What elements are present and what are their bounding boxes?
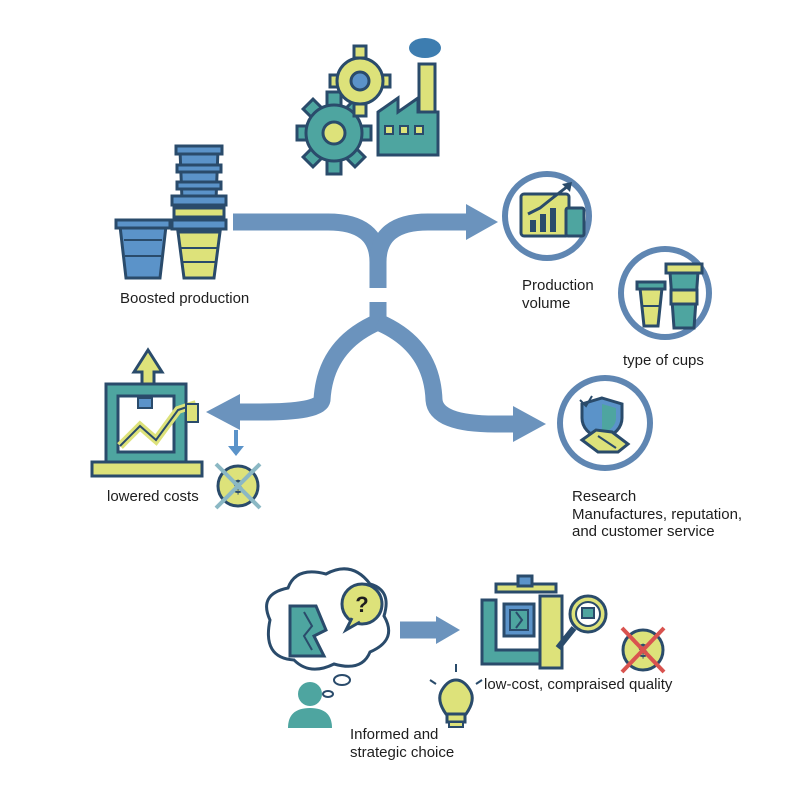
label-research-line3: and customer service bbox=[572, 523, 715, 540]
flow-left-in bbox=[233, 213, 387, 288]
arrowhead-right-top bbox=[466, 204, 498, 240]
shield-handshake-icon bbox=[557, 375, 653, 471]
label-research-line2: Manufactures, reputation, bbox=[572, 506, 743, 523]
label-informed-choice-line2: strategic choice bbox=[350, 744, 455, 761]
flow-down-left bbox=[238, 302, 387, 421]
flow-connectors bbox=[233, 213, 515, 639]
label-production-volume-line2: volume bbox=[522, 295, 571, 312]
svg-text:?: ? bbox=[355, 592, 368, 617]
flow-down-right bbox=[374, 314, 515, 433]
arrowhead-left bbox=[206, 394, 240, 430]
press-machine-magnifier-icon bbox=[480, 574, 608, 670]
flow-right-out bbox=[369, 213, 468, 263]
lightbulb-icon bbox=[429, 664, 483, 728]
growth-chart-icon bbox=[502, 171, 592, 261]
label-lowered-costs: lowered costs bbox=[107, 488, 199, 505]
cups-icon bbox=[618, 246, 712, 340]
gear-small-icon bbox=[328, 44, 392, 118]
arrowhead-right-bottom bbox=[513, 406, 546, 442]
label-research-line1: Research bbox=[572, 488, 637, 505]
machine-cost-icon bbox=[90, 347, 244, 478]
arrowhead-bottom bbox=[436, 616, 460, 644]
thinking-person-icon: ? bbox=[265, 567, 391, 728]
cost-crossed-coin-icon: $ bbox=[214, 462, 262, 510]
cup-stack-icon bbox=[114, 144, 228, 280]
gear-large-icon bbox=[295, 90, 373, 176]
label-boosted-production: Boosted production bbox=[120, 290, 250, 307]
label-production-volume-line1: Production bbox=[522, 277, 594, 294]
label-low-cost-quality: low-cost, compraised quality bbox=[484, 676, 673, 693]
flow-arrowheads bbox=[206, 204, 546, 644]
label-informed-choice-line1: Informed and bbox=[350, 726, 439, 743]
factory-gears-icon bbox=[295, 38, 441, 176]
quality-crossed-coin-icon: $ bbox=[620, 626, 666, 674]
label-type-of-cups: type of cups bbox=[623, 352, 704, 369]
